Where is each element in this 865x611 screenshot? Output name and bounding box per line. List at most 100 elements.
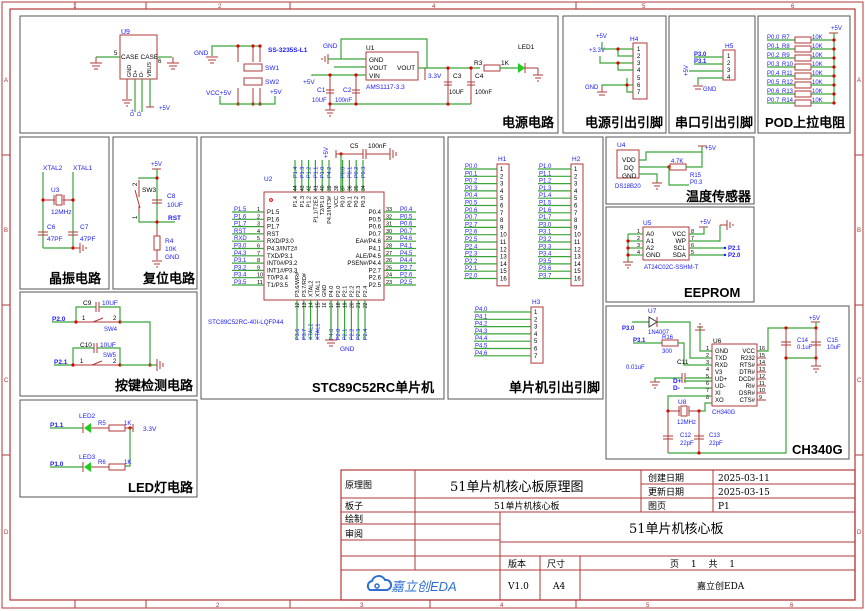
pin-number: 16 <box>759 346 765 352</box>
pin-number: 8 <box>574 218 578 224</box>
pin-number: 17 <box>329 302 335 308</box>
net-label: P0.5 <box>400 214 413 220</box>
pin-number: 1 <box>133 215 139 219</box>
logo-text: 嘉立创EDA <box>391 579 457 594</box>
pin-number: 3 <box>500 182 504 188</box>
net-label: P2.0 <box>336 329 342 340</box>
value-label: 0.01uF <box>626 365 645 371</box>
ref-label: U7 <box>648 308 657 315</box>
pin-number: 6 <box>706 381 709 387</box>
pin-number: 22 <box>363 302 369 308</box>
ref-label: U5 <box>643 220 652 227</box>
pin-name: A2 <box>646 245 654 252</box>
pin-name: P1.6 <box>267 217 280 223</box>
net-label: P3.3 <box>539 244 552 250</box>
ref-label: C1 <box>317 87 326 94</box>
net-label: P3.0 <box>234 244 247 250</box>
pin-name: P1.2 <box>307 196 313 207</box>
pin-name: XO <box>715 398 724 404</box>
net-label: P1.5 <box>234 207 247 213</box>
pin-number: 5 <box>637 76 641 82</box>
pin-name: PSEN#/P4.4 <box>347 261 381 267</box>
net-label: P0.0 <box>465 164 478 170</box>
value-label: 47PF <box>80 236 96 243</box>
header-body <box>496 163 510 287</box>
resistor <box>794 45 812 53</box>
pin-number: 4 <box>534 332 538 338</box>
pin-number: 26 <box>386 258 392 264</box>
schematic-title: 51单片机核心板原理图 <box>450 480 584 495</box>
resistor <box>794 63 812 71</box>
pin-name: P1.1/T2EX <box>313 196 319 223</box>
pin-number: 34 <box>361 185 367 191</box>
pin-number: 14 <box>574 262 581 268</box>
net-label: D+ <box>673 378 682 385</box>
pin-name: P2.3 <box>356 286 362 297</box>
pin-number: 8 <box>706 395 709 401</box>
net-label: RST <box>234 229 246 235</box>
ref-label: C9 <box>83 300 92 307</box>
pin-number: 4 <box>574 189 578 195</box>
col-label: 6 <box>791 4 795 10</box>
pin-name: RST <box>267 232 279 238</box>
section-title: 晶振电路 <box>49 271 102 286</box>
jlc-eda-logo: 嘉立创EDA <box>366 575 457 594</box>
net-label: P0.7 <box>465 215 478 221</box>
pin-number: 36 <box>347 185 353 191</box>
pin-number: 6 <box>691 243 694 249</box>
section-title: 电源电路 <box>502 115 555 130</box>
net-label: P1.5 <box>539 201 552 207</box>
net-label: P0.2 <box>465 179 478 185</box>
pin-number: 1 <box>534 310 538 316</box>
ref-label: R3 <box>474 60 483 67</box>
net-label: P1.3 <box>539 186 552 192</box>
pin-number: 21 <box>356 302 362 308</box>
updated-date: 2025-03-15 <box>718 488 770 498</box>
pin-number: 6 <box>637 83 641 89</box>
col-label: 2 <box>218 4 222 10</box>
ref-label: R12 <box>782 80 794 86</box>
pin-name: P0.7 <box>369 232 382 238</box>
pin-number: 6 <box>158 59 162 65</box>
net-label: P0.4 <box>767 71 780 77</box>
pin-name: T0/P3.4 <box>267 276 289 282</box>
pin-name: P2.5 <box>369 283 382 289</box>
net-label: P0.4 <box>400 207 413 213</box>
ref-label: U4 <box>617 142 626 149</box>
ref-label: LED2 <box>79 413 96 420</box>
pin-name: DQ <box>624 165 634 172</box>
power-switch-sw1-sw2[interactable]: GND SS-3235S-L1 SW1 SW2 VCC+5V +5V <box>194 44 308 106</box>
pin-number: 29 <box>386 236 392 242</box>
part-label: AT24C02C-SSHM-T <box>644 265 699 271</box>
net-label: XTAL1 <box>315 324 321 340</box>
net-label: P2.2 <box>349 329 355 340</box>
pin-number: 6 <box>534 347 538 353</box>
net-label: P0.5 <box>465 201 478 207</box>
part-label: SS-3235S-L1 <box>268 47 308 54</box>
section-uart-header: H5 P3.0 P3.1 +5V GND 1 2 3 4 串口引出引脚 <box>668 15 756 134</box>
net-label: P4.0 <box>329 329 335 340</box>
ref-label: R14 <box>782 98 794 104</box>
col-label: 4 <box>500 603 504 609</box>
value-label: 47PF <box>47 236 63 243</box>
value-label: 0.1uF <box>797 345 813 351</box>
pin-number: 2 <box>257 214 260 220</box>
pin-number: 4 <box>706 367 709 373</box>
pin-name: P2.2 <box>349 286 355 297</box>
net-label: P4.5 <box>475 344 488 350</box>
net-label: P2.1 <box>465 266 478 272</box>
pin-name: CTS# <box>740 398 756 404</box>
ref-label: C4 <box>475 73 484 80</box>
pin-number: 4 <box>727 75 731 81</box>
net-label: P3.2 <box>539 237 552 243</box>
ref-label: R11 <box>782 71 793 77</box>
pin-number: 1 <box>574 167 578 173</box>
section-title: 温度传感器 <box>686 189 752 204</box>
ref-label: C3 <box>453 73 462 80</box>
pin-name: DCD# <box>739 377 756 383</box>
row-label: D <box>857 530 862 536</box>
pin-name: R232 <box>741 356 756 362</box>
